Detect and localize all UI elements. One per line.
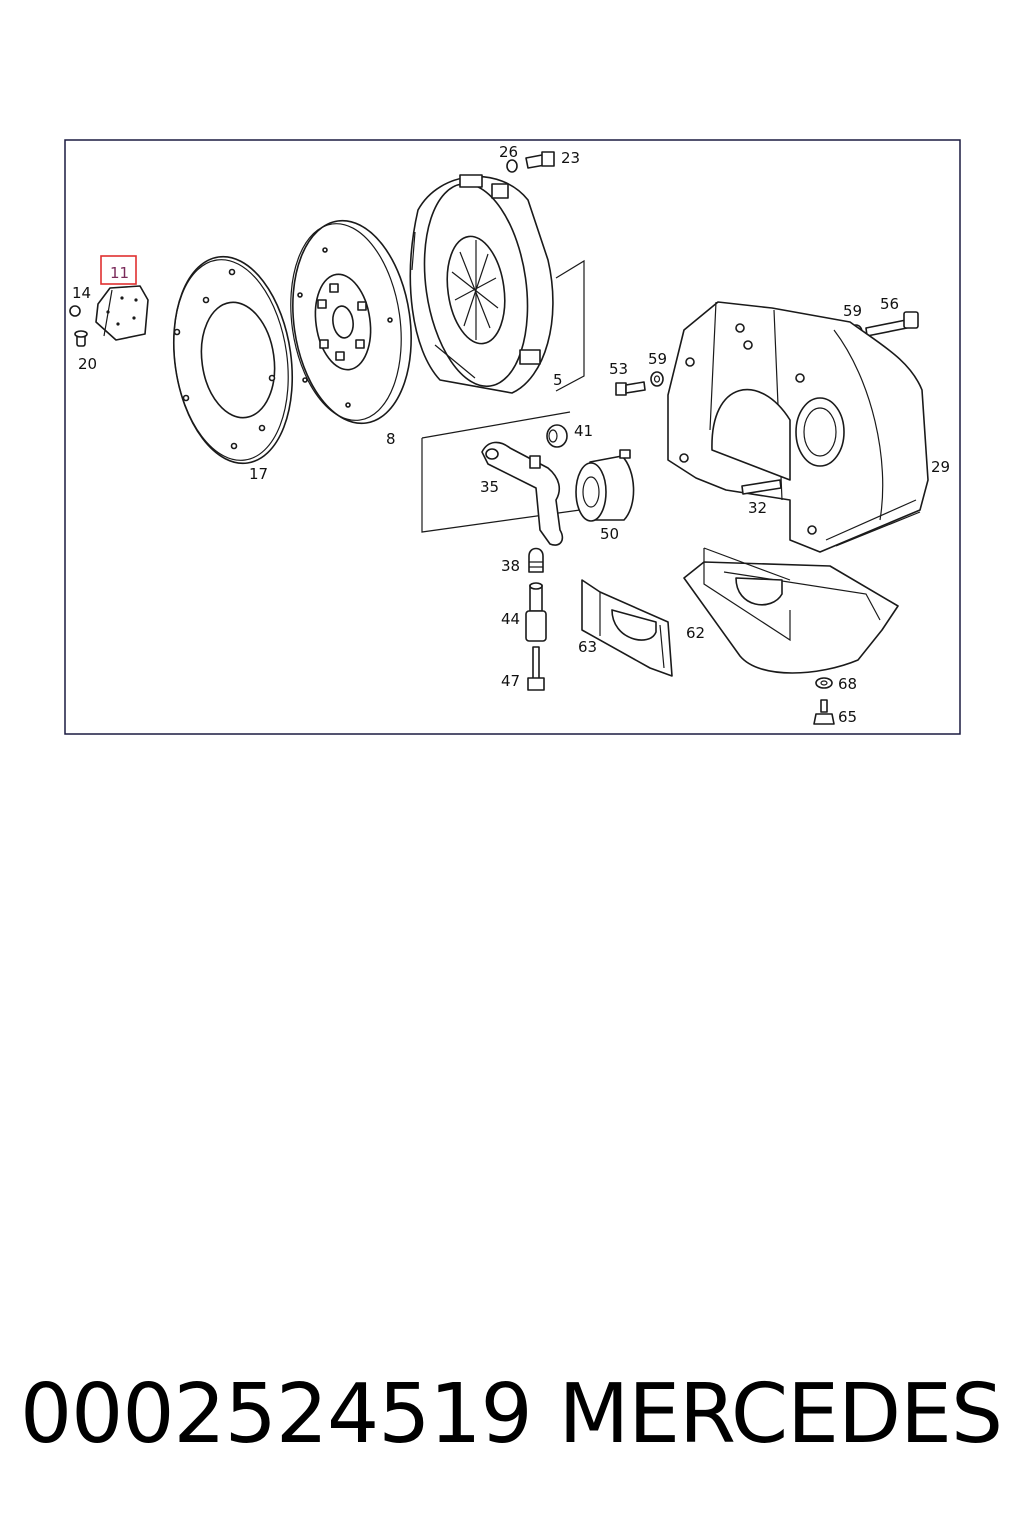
- part-17-ring-plate[interactable]: [161, 249, 305, 471]
- callout-5[interactable]: 5: [553, 371, 563, 389]
- part-5-pressure-plate[interactable]: [409, 174, 554, 394]
- callout-20[interactable]: 20: [78, 355, 97, 373]
- group-bracket-5: [555, 259, 585, 392]
- callout-26[interactable]: 26: [499, 143, 518, 161]
- part-38-cap[interactable]: [528, 547, 544, 573]
- part-8-clutch-disc[interactable]: [279, 213, 424, 431]
- callout-59-lower[interactable]: 59: [648, 350, 667, 368]
- part-63-cover-plate[interactable]: [581, 579, 673, 677]
- callout-32[interactable]: 32: [748, 499, 767, 517]
- brand-name: MERCEDES: [558, 1367, 1003, 1462]
- part-44-pivot-pin[interactable]: [525, 582, 547, 642]
- callout-47[interactable]: 47: [501, 672, 520, 690]
- callout-62[interactable]: 62: [686, 624, 705, 642]
- part-11-shield[interactable]: [95, 285, 149, 341]
- part-26-washer[interactable]: [506, 159, 518, 173]
- callout-38[interactable]: 38: [501, 557, 520, 575]
- callout-11[interactable]: 11: [110, 264, 129, 282]
- part-29-bell-housing[interactable]: [667, 301, 929, 553]
- callout-41[interactable]: 41: [574, 422, 593, 440]
- part-62-lower-cover[interactable]: [683, 547, 899, 674]
- callout-23[interactable]: 23: [561, 149, 580, 167]
- exploded-parts-diagram: 11 14 20 17 8 26 23 5 41 35 50 53 59 59 …: [64, 139, 961, 735]
- part-23-bolt[interactable]: [525, 151, 555, 169]
- part-53-bolt[interactable]: [615, 381, 646, 396]
- callout-50[interactable]: 50: [600, 525, 619, 543]
- callout-68[interactable]: 68: [838, 675, 857, 693]
- callout-63[interactable]: 63: [578, 638, 597, 656]
- callout-29[interactable]: 29: [931, 458, 950, 476]
- callout-56[interactable]: 56: [880, 295, 899, 313]
- part-35-release-fork[interactable]: [481, 441, 564, 546]
- callout-17[interactable]: 17: [249, 465, 268, 483]
- part-20-screw[interactable]: [74, 330, 88, 347]
- footer: 0002524519 MERCEDES: [0, 1360, 1024, 1470]
- diagram-frame: [64, 139, 961, 735]
- group-bracket-linkage: [421, 411, 581, 533]
- part-14-plug[interactable]: [69, 305, 81, 317]
- part-41-bushing[interactable]: [546, 424, 568, 448]
- part-50-release-bearing[interactable]: [575, 449, 635, 522]
- part-65-screw[interactable]: [813, 699, 835, 725]
- highlight-box: [100, 255, 137, 285]
- part-number: 0002524519: [20, 1367, 533, 1462]
- callout-59-upper[interactable]: 59: [843, 302, 862, 320]
- callout-14[interactable]: 14: [72, 284, 91, 302]
- part-68-nut[interactable]: [815, 677, 833, 689]
- part-56-bolt[interactable]: [865, 311, 919, 337]
- part-47-bolt[interactable]: [527, 646, 545, 691]
- callout-65[interactable]: 65: [838, 708, 857, 726]
- part-32-stud[interactable]: [741, 479, 782, 495]
- callout-44[interactable]: 44: [501, 610, 520, 628]
- callout-8[interactable]: 8: [386, 430, 396, 448]
- callout-53[interactable]: 53: [609, 360, 628, 378]
- callout-35[interactable]: 35: [480, 478, 499, 496]
- part-59-washer-lower[interactable]: [650, 371, 664, 387]
